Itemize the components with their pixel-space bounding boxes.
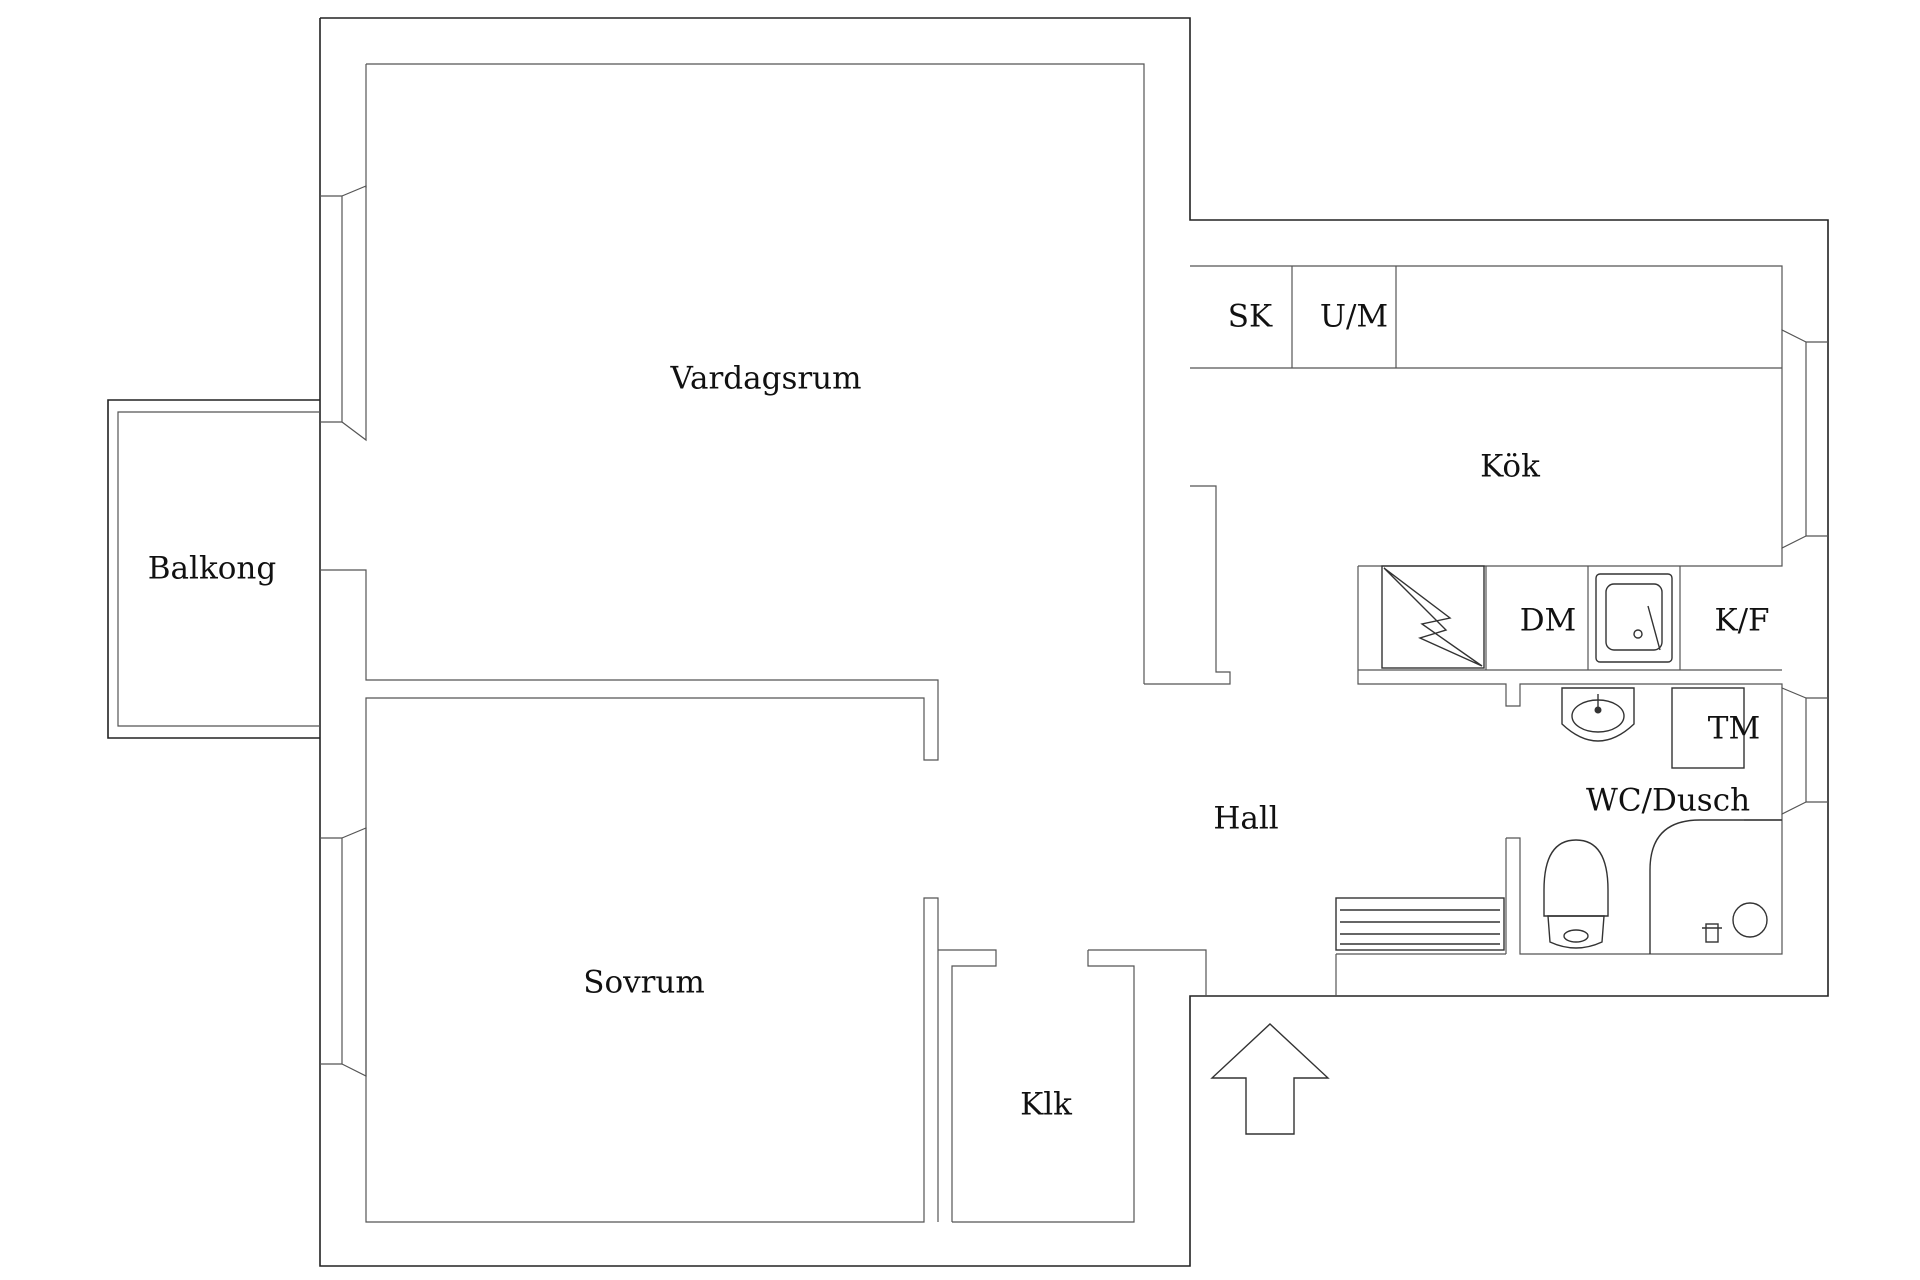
room-label-kitchen: Kök: [1480, 449, 1540, 485]
window-icon: [1781, 329, 1828, 549]
entrance-arrow-icon: [1210, 1023, 1330, 1135]
toilet-icon: [1543, 839, 1609, 949]
balcony-outline: [107, 399, 320, 739]
room-label-closet: Klk: [1020, 1087, 1072, 1123]
fixture-label-dm: DM: [1520, 603, 1577, 639]
radiator-icon: [1335, 897, 1505, 951]
shower-icon: [1649, 819, 1782, 954]
room-label-living: Vardagsrum: [669, 361, 861, 397]
fixture-label-um: U/M: [1320, 299, 1388, 335]
room-label-bedroom: Sovrum: [583, 965, 705, 1001]
window-icon: [320, 827, 367, 1077]
room-label-hall: Hall: [1213, 801, 1278, 837]
room-label-bathroom: WC/Dusch: [1586, 783, 1750, 819]
interior-walls: [320, 265, 1783, 1223]
washbasin-icon: [1561, 687, 1635, 742]
window-icon: [1781, 687, 1828, 815]
window-icon: [320, 185, 367, 442]
fixture-label-tm: TM: [1708, 711, 1760, 747]
washing-machine: [1671, 687, 1745, 769]
sink-icon: [1595, 573, 1673, 663]
outer-walls: [319, 17, 1829, 1267]
stove-icon: [1381, 565, 1485, 669]
fixture-label-kf: K/F: [1714, 603, 1769, 639]
fixture-label-sk: SK: [1228, 299, 1273, 335]
room-label-balcony: Balkong: [148, 551, 276, 587]
